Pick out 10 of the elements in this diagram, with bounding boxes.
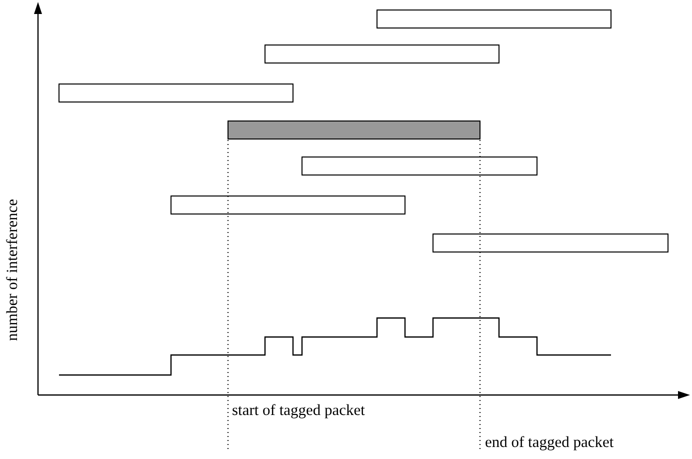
axis-label: number of interference [4,198,22,344]
marker-label: start of tagged packet [232,402,365,420]
interval-bar [264,44,500,64]
interval-bar [58,84,294,102]
marker-label: end of tagged packet [485,434,614,452]
interval-bar [432,234,668,252]
tagged-packet-bar [228,120,480,140]
interval-bar [376,10,612,28]
interval-bar [302,156,538,176]
interval-bar [170,196,406,214]
